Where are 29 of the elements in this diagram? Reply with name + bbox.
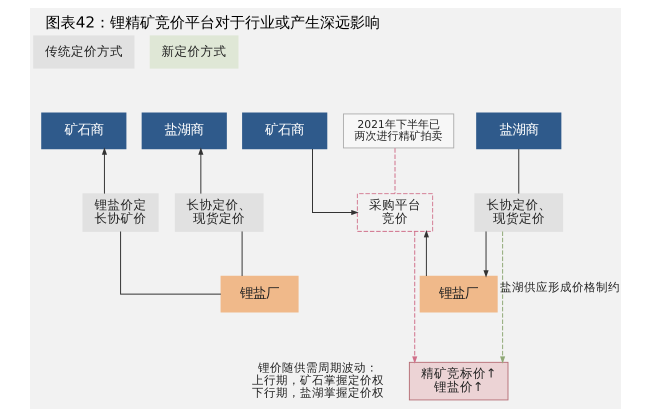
- arrow: [312, 148, 358, 216]
- node-box: 盐湖商: [476, 112, 561, 150]
- connector: [394, 148, 395, 194]
- node-box: 锂盐厂: [220, 276, 298, 313]
- node-box: 长协定价、现货定价: [474, 193, 563, 232]
- arrow: [198, 147, 203, 194]
- node-box: 长协定价、现货定价: [174, 193, 264, 232]
- connector: [120, 230, 221, 295]
- node-box: 矿石商: [242, 112, 327, 150]
- node-box: 锂盐价定长协矿价: [82, 193, 158, 232]
- label: 上行期，矿石掌握定价权: [251, 373, 384, 388]
- connector: [241, 230, 242, 277]
- arrow: [101, 147, 107, 194]
- node-box: 新定价方式: [149, 35, 238, 69]
- label: 下行期，盐湖掌握定价权: [251, 386, 384, 400]
- arrow: [412, 231, 417, 364]
- node-box: 采购平台竞价: [356, 193, 433, 232]
- arrow: [500, 231, 505, 364]
- node-box: 2021年下半年已两次进行精矿拍卖: [342, 113, 454, 148]
- arrow: [423, 230, 428, 277]
- node-box: 盐湖商: [141, 112, 226, 150]
- arrow: [482, 230, 488, 278]
- connector: [518, 148, 519, 194]
- node-box: 精矿竞标价↑ 锂盐价↑: [408, 362, 508, 400]
- diagram-title: 图表42：锂精矿竞价平台对于行业或产生深远影响: [45, 13, 380, 32]
- label: 锂价随供需周期波动：: [257, 360, 378, 375]
- node-box: 矿石商: [40, 112, 126, 150]
- node-box: 锂盐厂: [419, 276, 498, 313]
- edge-label: 盐湖供应形成价格制约: [500, 280, 620, 294]
